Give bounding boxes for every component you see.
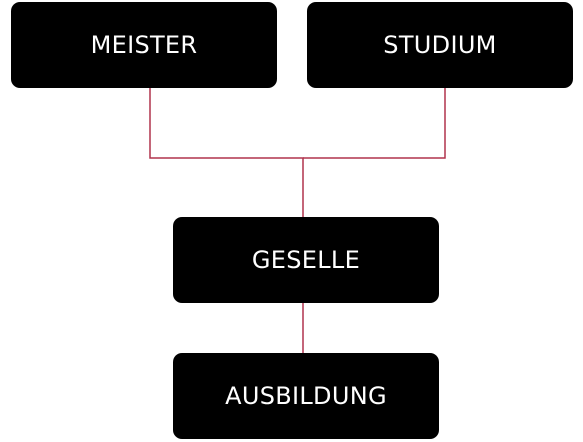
node-studium-label: STUDIUM: [383, 31, 497, 59]
node-ausbildung-label: AUSBILDUNG: [225, 382, 387, 410]
node-geselle: GESELLE: [173, 217, 439, 303]
node-geselle-label: GESELLE: [251, 246, 361, 274]
edge-meister-to-geselle: [149, 88, 304, 217]
node-meister-label: MEISTER: [90, 31, 198, 59]
edge-studium-to-geselle: [303, 88, 446, 159]
node-ausbildung: AUSBILDUNG: [173, 353, 439, 439]
node-studium: STUDIUM: [307, 2, 573, 88]
node-meister: MEISTER: [11, 2, 277, 88]
